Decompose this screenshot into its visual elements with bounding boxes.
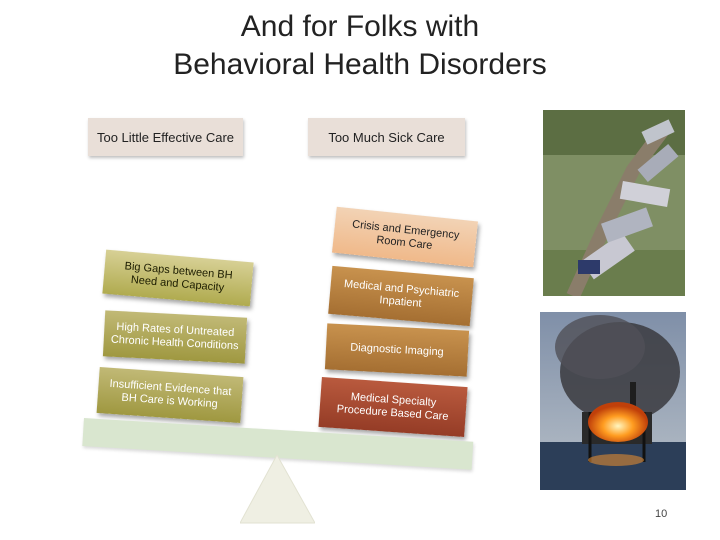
triangle-fulcrum-icon xyxy=(240,455,315,524)
left-item-insufficient-evidence: Insufficient Evidence that BH Care is Wo… xyxy=(96,367,244,423)
title-line-1: And for Folks with xyxy=(240,10,480,43)
left-item-bh-gaps: Big Gaps between BH Need and Capacity xyxy=(102,249,254,307)
oil-rig-fire-photo xyxy=(540,312,686,490)
train-wreck-photo xyxy=(543,110,685,296)
right-item-crisis-er: Crisis and Emergency Room Care xyxy=(331,206,479,268)
right-item-imaging: Diagnostic Imaging xyxy=(324,323,470,377)
right-header: Too Much Sick Care xyxy=(308,118,465,156)
title-line-2: Behavioral Health Disorders xyxy=(173,48,547,81)
left-header: Too Little Effective Care xyxy=(88,118,243,156)
page-title: And for Folks with Behavioral Health Dis… xyxy=(0,8,720,84)
left-item-untreated-conditions: High Rates of Untreated Chronic Health C… xyxy=(102,310,248,364)
right-item-inpatient: Medical and Psychiatric Inpatient xyxy=(328,265,474,327)
page-number: 10 xyxy=(655,508,668,520)
right-item-specialty-procedure: Medical Specialty Procedure Based Care xyxy=(318,376,468,438)
